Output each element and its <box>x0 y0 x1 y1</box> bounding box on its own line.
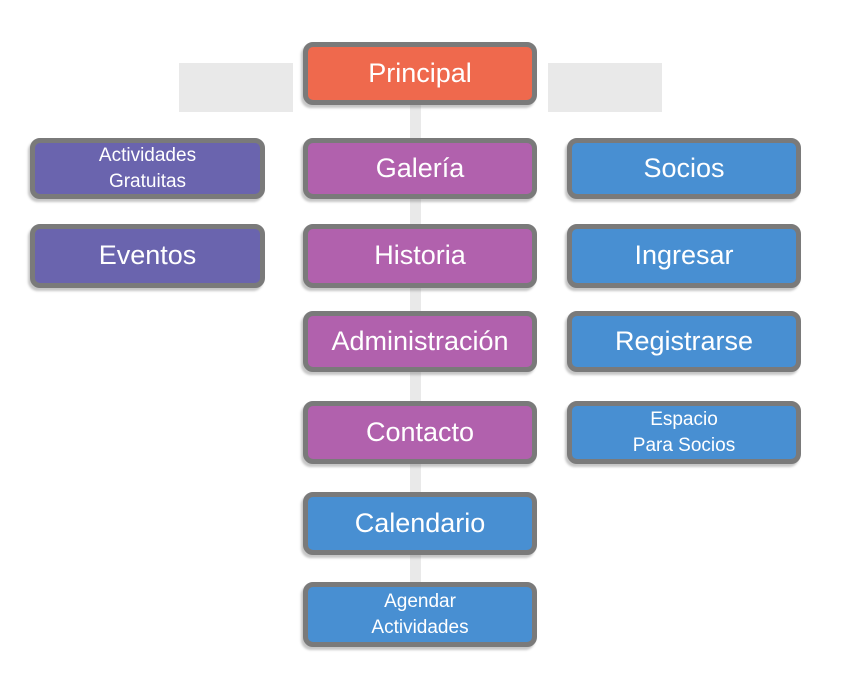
node-principal[interactable]: Principal <box>303 42 537 105</box>
node-label-line: Socios <box>643 152 725 183</box>
node-label-line: Agendar <box>384 590 456 612</box>
node-registrarse[interactable]: Registrarse <box>567 311 801 372</box>
node-label-line: Galería <box>375 152 465 183</box>
node-ingresar[interactable]: Ingresar <box>567 224 801 288</box>
node-label-line: Contacto <box>365 416 475 447</box>
node-eventos[interactable]: Eventos <box>30 224 265 288</box>
node-label-line: Para Socios <box>632 434 736 456</box>
connector-left-branch <box>179 63 293 112</box>
node-label-line: Gratuitas <box>108 170 187 192</box>
node-label-line: Ingresar <box>634 240 734 271</box>
connector-right-branch <box>548 63 662 112</box>
node-label-line: Calendario <box>354 507 486 538</box>
node-label-line: Eventos <box>98 240 197 271</box>
node-historia[interactable]: Historia <box>303 224 537 288</box>
node-label-line: Actividades <box>98 144 197 166</box>
node-contacto[interactable]: Contacto <box>303 401 537 464</box>
node-label-line: Actividades <box>371 616 469 638</box>
node-calendario[interactable]: Calendario <box>303 492 537 555</box>
node-label-line: Registrarse <box>614 325 754 356</box>
node-galeria[interactable]: Galería <box>303 138 537 199</box>
node-administracion[interactable]: Administración <box>303 311 537 372</box>
node-socios[interactable]: Socios <box>567 138 801 199</box>
node-label-line: Espacio <box>650 408 718 430</box>
node-label-line: Historia <box>374 240 466 271</box>
node-label-line: Principal <box>368 57 472 88</box>
node-label-line: Administración <box>331 325 509 356</box>
